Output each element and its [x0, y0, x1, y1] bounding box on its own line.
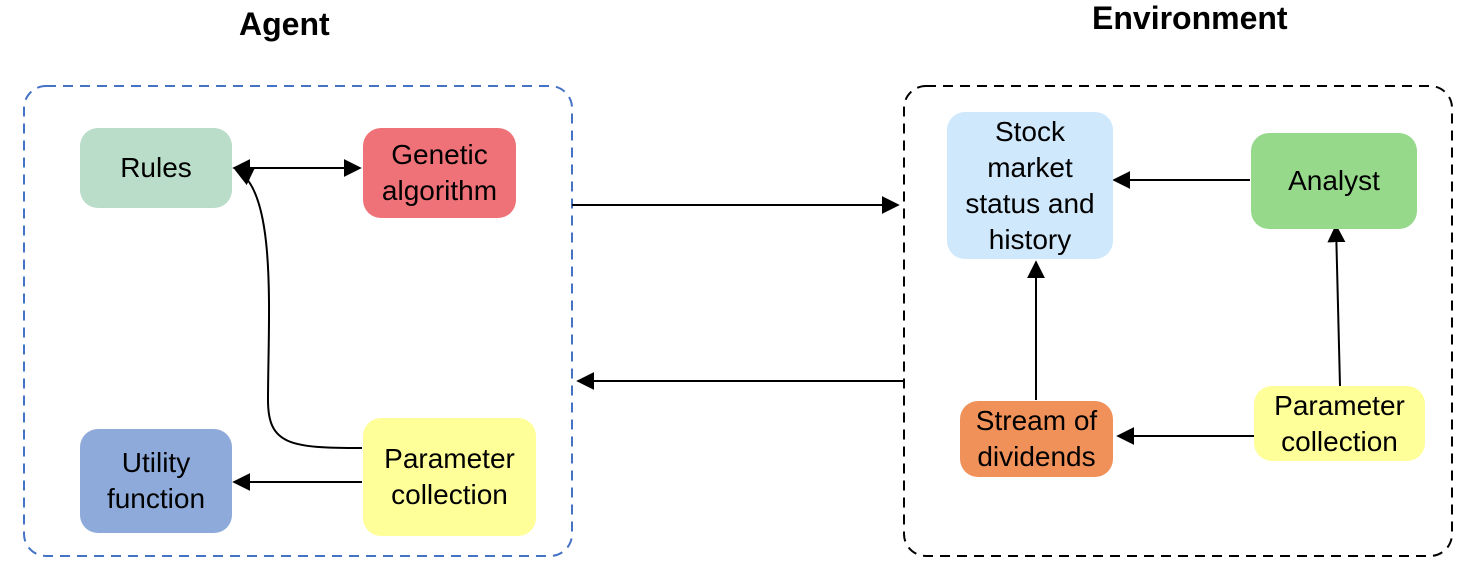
arrow-param-to-rules — [234, 168, 363, 449]
agent-parameter-collection-node: Parameter collection — [363, 418, 536, 536]
agent-container — [23, 85, 573, 557]
utility-function-node: Utility function — [80, 429, 232, 533]
stream-of-dividends-node: Stream of dividends — [960, 401, 1113, 477]
genetic-algorithm-node: Genetic algorithm — [363, 128, 516, 218]
arrow-param-to-analyst — [1327, 224, 1346, 387]
stock-market-node: Stock market status and history — [947, 112, 1113, 259]
agent-title: Agent — [239, 6, 330, 42]
rules-node: Rules — [80, 128, 232, 208]
environment-title: Environment — [1092, 0, 1288, 36]
environment-container — [903, 85, 1453, 557]
analyst-node: Analyst — [1251, 133, 1417, 229]
environment-parameter-collection-node: Parameter collection — [1254, 386, 1425, 461]
